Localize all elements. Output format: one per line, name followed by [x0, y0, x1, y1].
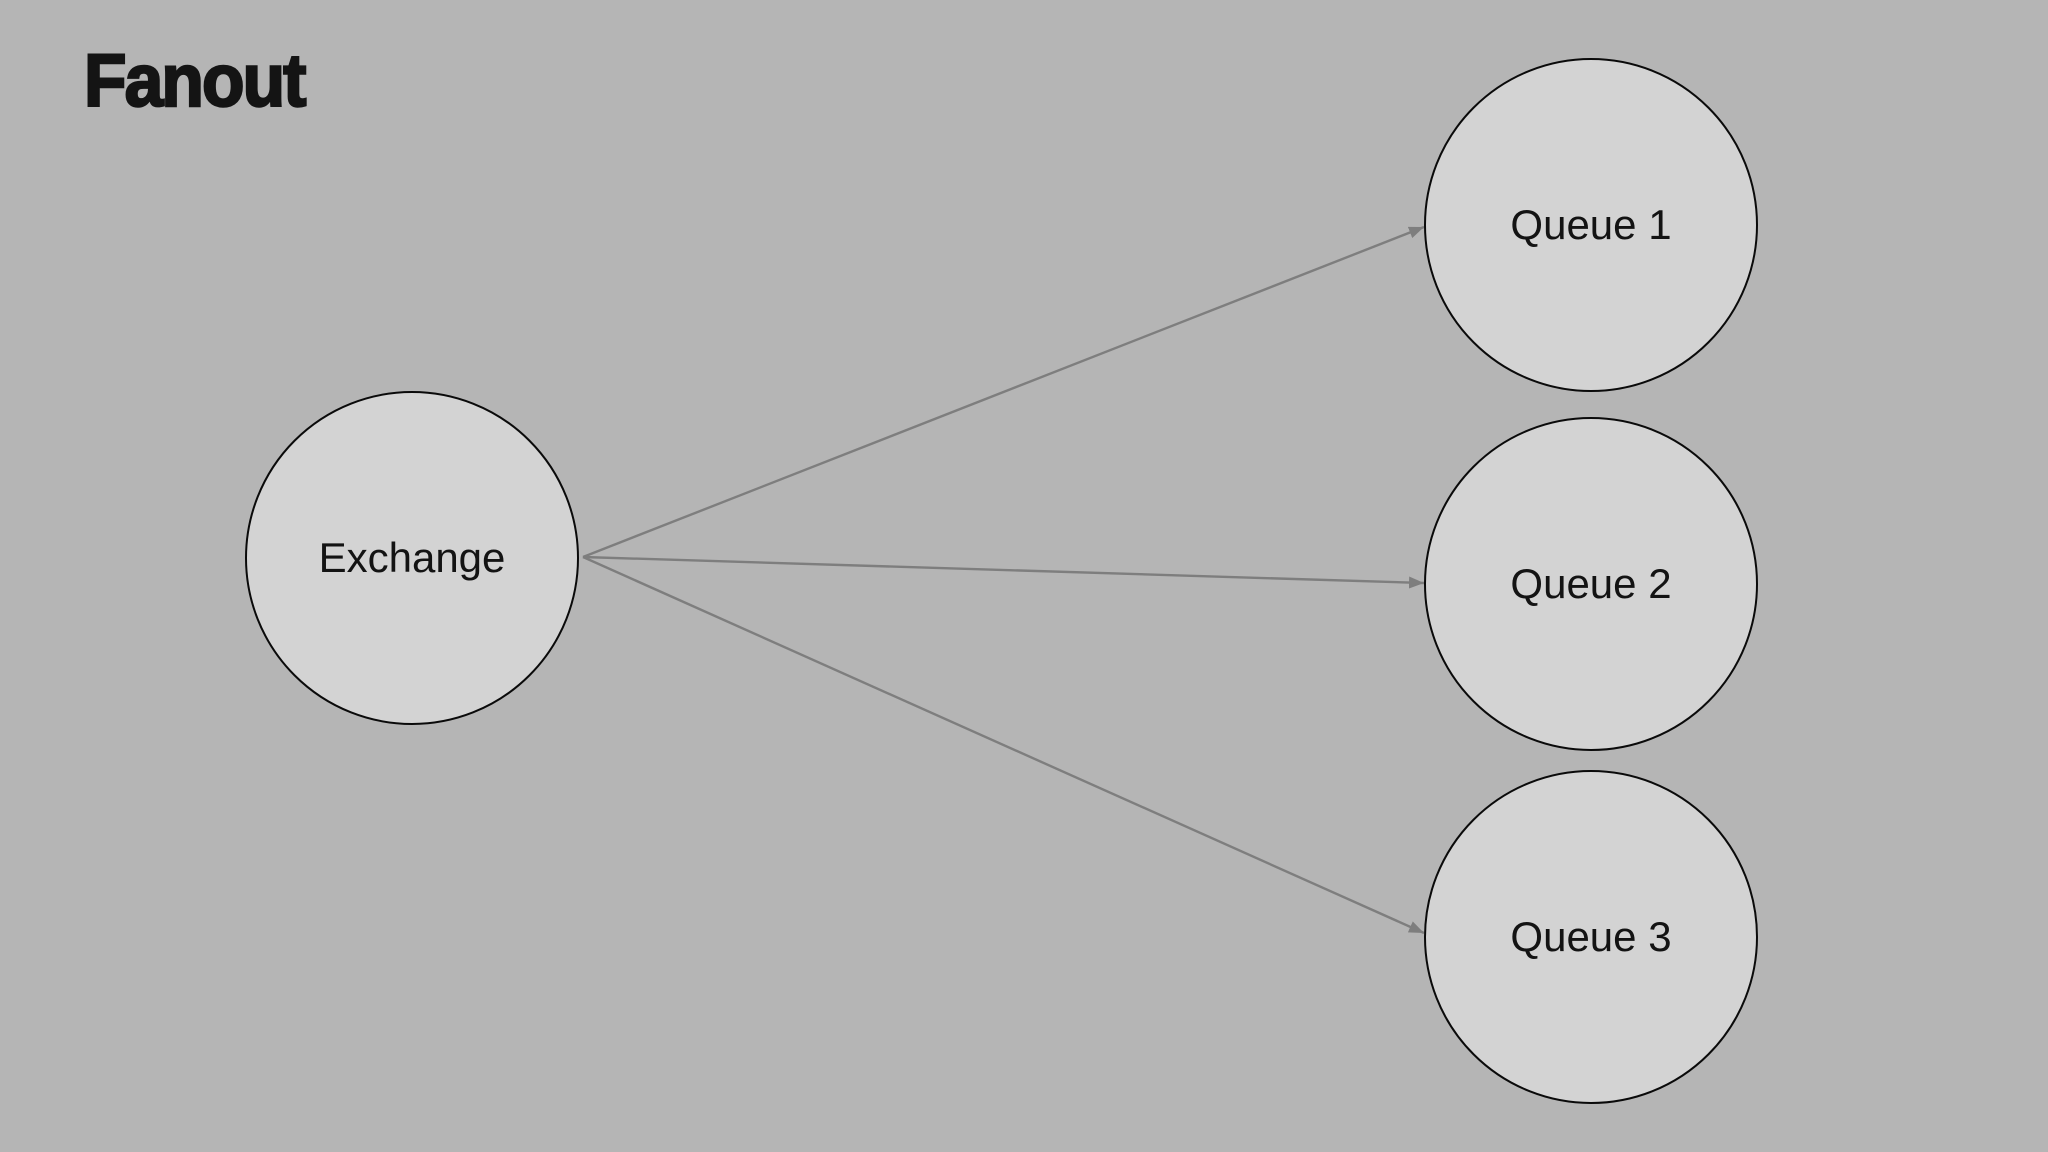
edge-exchange-to-queue1	[582, 225, 1425, 559]
node-queue-3-label: Queue 3	[1510, 913, 1672, 960]
node-queue-2: Queue 2	[1424, 417, 1758, 751]
node-queue-2-label: Queue 2	[1510, 560, 1672, 607]
slide-title: Fanout	[83, 38, 308, 122]
node-exchange: Exchange	[245, 391, 579, 725]
node-exchange-label: Exchange	[318, 534, 506, 581]
node-queue-1: Queue 1	[1424, 58, 1758, 392]
node-queue-1-label: Queue 1	[1510, 201, 1672, 248]
edge-exchange-to-queue2	[582, 555, 1425, 589]
node-queue-3: Queue 3	[1424, 770, 1758, 1104]
edge-exchange-to-queue3	[582, 555, 1425, 935]
